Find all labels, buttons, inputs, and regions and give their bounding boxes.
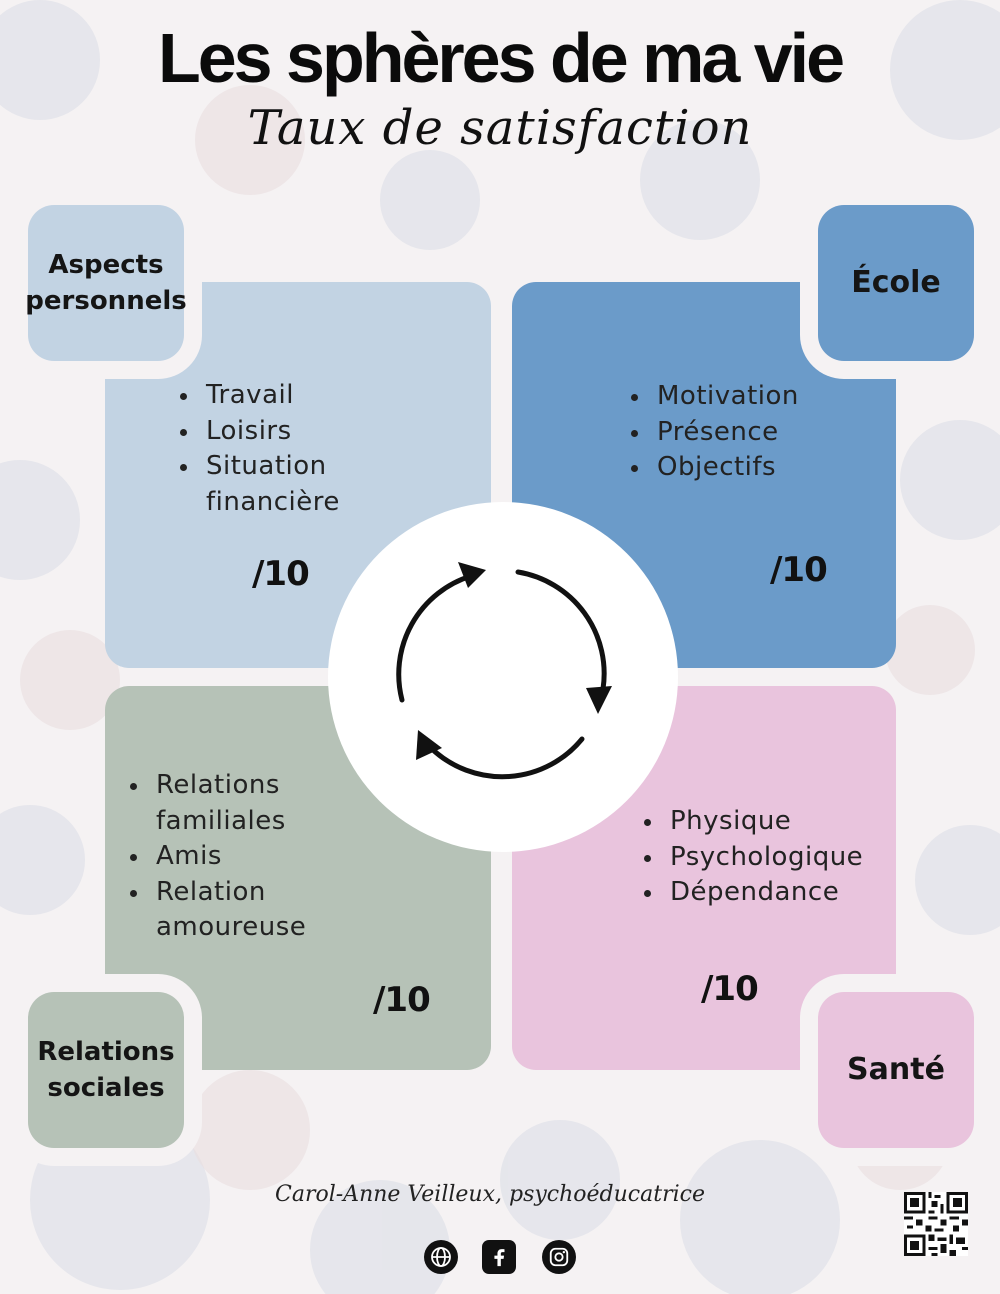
sphere-label-sante: Santé [818, 992, 974, 1148]
author-signature: Carol-Anne Veilleux, psychoéducatrice [275, 1182, 705, 1207]
list-item: Loisirs [180, 414, 420, 450]
cycle-arrows-icon [396, 562, 612, 780]
center-circle [328, 502, 678, 852]
list-item: Présence [631, 415, 871, 451]
list-item: Relations familiales [130, 768, 296, 839]
score-relations-sociales: /10 [373, 980, 431, 1020]
facebook-icon[interactable] [482, 1240, 516, 1274]
qr-code-icon[interactable] [904, 1192, 968, 1256]
sphere-label-relations-sociales: Relations sociales [28, 992, 184, 1148]
list-item: Relation amoureuse [130, 875, 306, 946]
sphere-label-ecole: École [818, 205, 974, 361]
sphere-items-ecole: Motivation Présence Objectifs [631, 379, 871, 486]
list-item: Situation financière [180, 449, 346, 520]
page-subtitle: Taux de satisfaction [247, 100, 753, 156]
sphere-items-relations-sociales: Relations familiales Amis Relation amour… [130, 768, 370, 946]
score-aspects-personnels: /10 [252, 554, 310, 594]
score-sante: /10 [701, 969, 759, 1009]
globe-icon[interactable] [424, 1240, 458, 1274]
list-item: Physique [644, 804, 884, 840]
sphere-label-aspects-personnels: Aspects personnels [25, 205, 187, 361]
page-title: Les sphères de ma vie [157, 19, 845, 97]
sphere-items-aspects-personnels: Travail Loisirs Situation financière [180, 378, 420, 520]
list-item: Objectifs [631, 450, 871, 486]
score-ecole: /10 [770, 550, 828, 590]
list-item: Psychologique [644, 840, 884, 876]
list-item: Amis [130, 839, 370, 875]
instagram-icon[interactable] [542, 1240, 576, 1274]
list-item: Dépendance [644, 875, 884, 911]
sphere-items-sante: Physique Psychologique Dépendance [644, 804, 884, 911]
list-item: Travail [180, 378, 420, 414]
list-item: Motivation [631, 379, 871, 415]
social-links [424, 1240, 584, 1276]
